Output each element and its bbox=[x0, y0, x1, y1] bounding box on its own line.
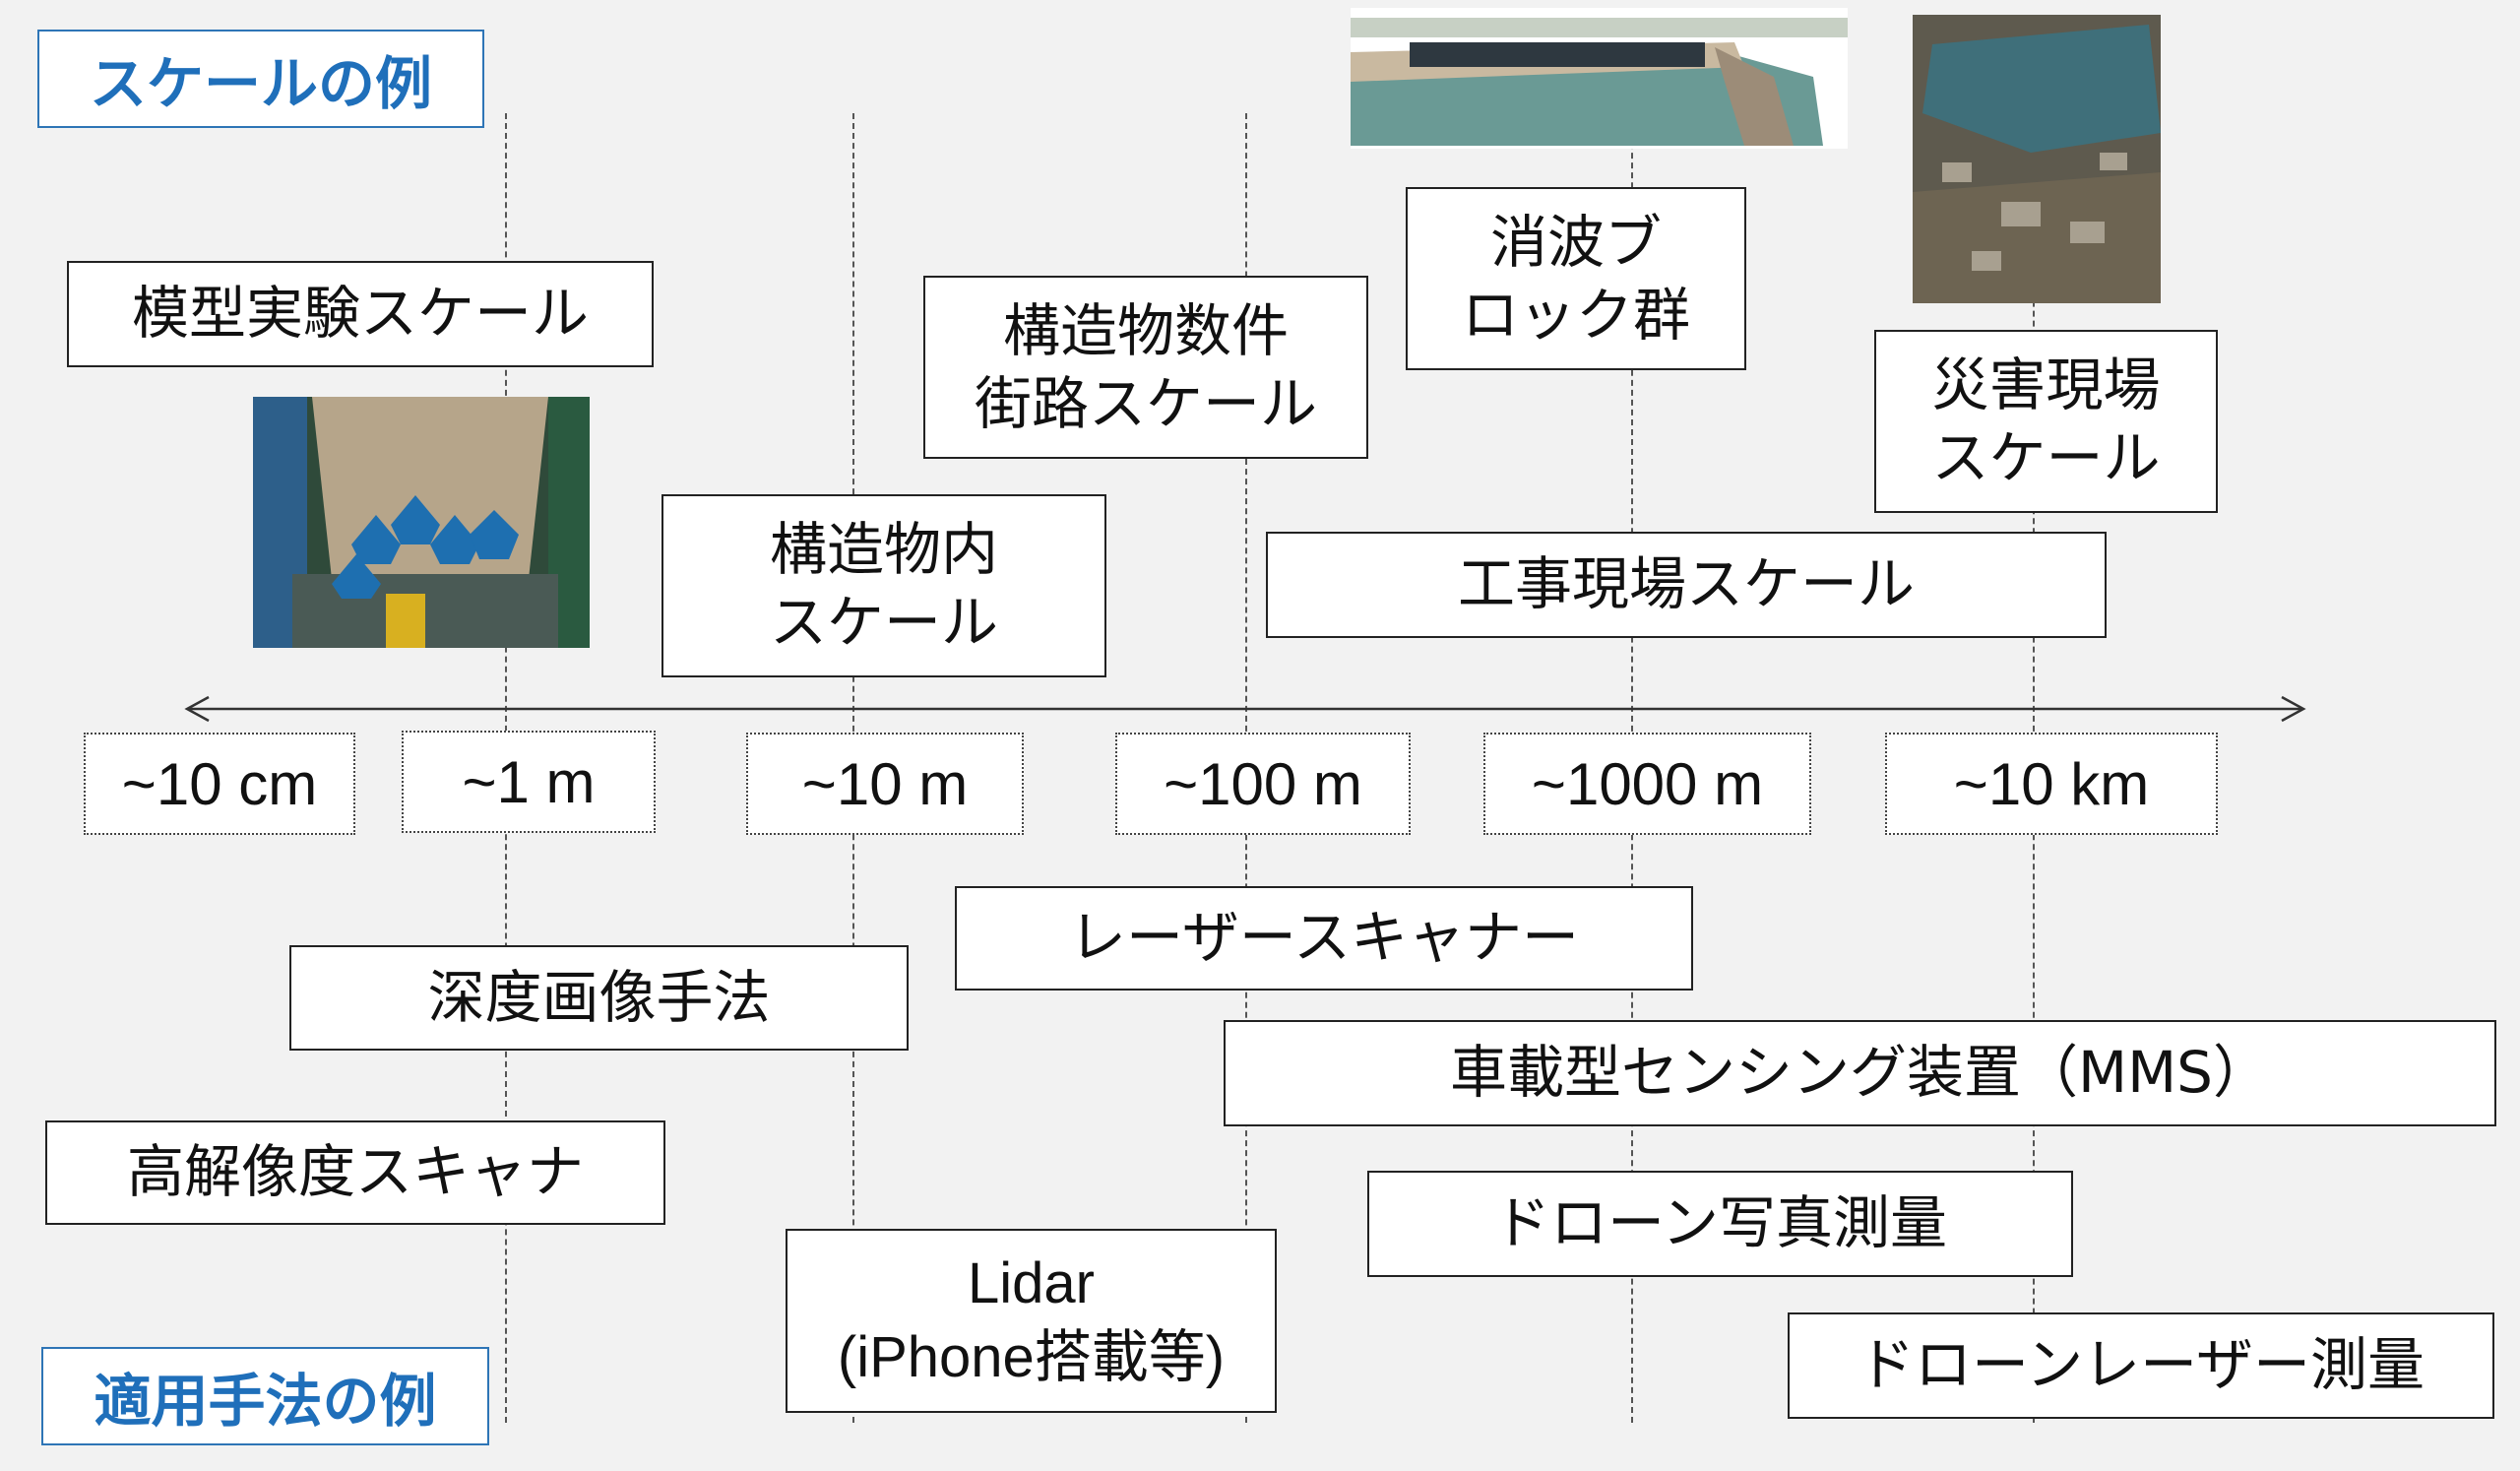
method-drone-photogrammetry: ドローン写真測量 bbox=[1367, 1171, 2073, 1277]
method-lidar: Lidar (iPhone搭載等) bbox=[786, 1229, 1277, 1413]
method-mms: 車載型センシング装置（MMS） bbox=[1224, 1020, 2496, 1126]
model-experiment-photo bbox=[253, 397, 590, 648]
tick-1m: ~1 m bbox=[402, 731, 656, 833]
tick-10cm: ~10 cm bbox=[84, 733, 355, 835]
disaster-site-aerial-photo bbox=[1913, 15, 2161, 303]
method-depth-image: 深度画像手法 bbox=[289, 945, 909, 1051]
method-drone-laser: ドローンレーザー測量 bbox=[1788, 1312, 2494, 1419]
method-examples-label: 適用手法の例 bbox=[41, 1347, 489, 1445]
scale-disaster-site: 災害現場 スケール bbox=[1874, 330, 2218, 513]
tick-10km: ~10 km bbox=[1885, 733, 2218, 835]
scale-axis-arrow bbox=[184, 695, 2306, 723]
scale-examples-label: スケールの例 bbox=[37, 30, 484, 128]
scale-construction-site: 工事現場スケール bbox=[1266, 532, 2107, 638]
scale-structures-street: 構造物数件 街路スケール bbox=[923, 276, 1368, 459]
scale-wave-dissipating-blocks: 消波ブ ロック群 bbox=[1406, 187, 1746, 370]
tick-10m: ~10 m bbox=[746, 733, 1024, 835]
method-high-res-scanner: 高解像度スキャナ bbox=[45, 1120, 665, 1225]
scale-inside-structure: 構造物内 スケール bbox=[662, 494, 1106, 677]
tick-100m: ~100 m bbox=[1115, 733, 1411, 835]
scale-model-experiment: 模型実験スケール bbox=[67, 261, 654, 367]
tick-1000m: ~1000 m bbox=[1483, 733, 1811, 835]
method-laser-scanner: レーザースキャナー bbox=[955, 886, 1693, 991]
breakwater-blocks-photo bbox=[1351, 8, 1848, 149]
